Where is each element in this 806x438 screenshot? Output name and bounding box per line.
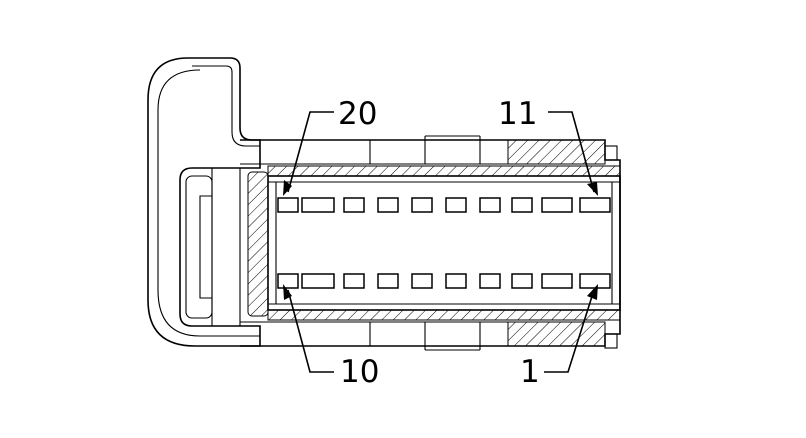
- pin-bottom-4: [377, 273, 399, 289]
- pin-bottom-1: [277, 273, 299, 289]
- pin-top-3: [343, 197, 365, 213]
- pin-bottom-9: [541, 273, 573, 289]
- pin-top-2: [301, 197, 335, 213]
- hatched-walls: [247, 139, 621, 347]
- pin-label-11: 11: [498, 96, 537, 132]
- pin-bottom-10: [579, 273, 611, 289]
- pin-top-8: [511, 197, 533, 213]
- pin-cavity: [267, 175, 621, 311]
- arrow-10: [283, 284, 292, 300]
- pin-bottom-8: [511, 273, 533, 289]
- pin-bottom-5: [411, 273, 433, 289]
- pin-top-1: [277, 197, 299, 213]
- arrow-11: [587, 182, 598, 196]
- pin-top-6: [445, 197, 467, 213]
- pin-label-1: 1: [520, 354, 540, 390]
- pin-row-bottom: [277, 273, 611, 289]
- pin-top-5: [411, 197, 433, 213]
- arrow-20: [283, 180, 292, 196]
- pin-label-10: 10: [340, 354, 379, 390]
- pin-top-10: [579, 197, 611, 213]
- pin-row-top: [277, 197, 611, 213]
- pin-top-9: [541, 197, 573, 213]
- pin-top-7: [479, 197, 501, 213]
- pin-top-4: [377, 197, 399, 213]
- pin-bottom-2: [301, 273, 335, 289]
- latch-housing: [147, 57, 261, 347]
- arrow-1: [587, 284, 598, 300]
- pin-bottom-3: [343, 273, 365, 289]
- pin-label-20: 20: [338, 96, 377, 132]
- pin-bottom-7: [479, 273, 501, 289]
- leaders: [283, 111, 598, 373]
- pin-bottom-6: [445, 273, 467, 289]
